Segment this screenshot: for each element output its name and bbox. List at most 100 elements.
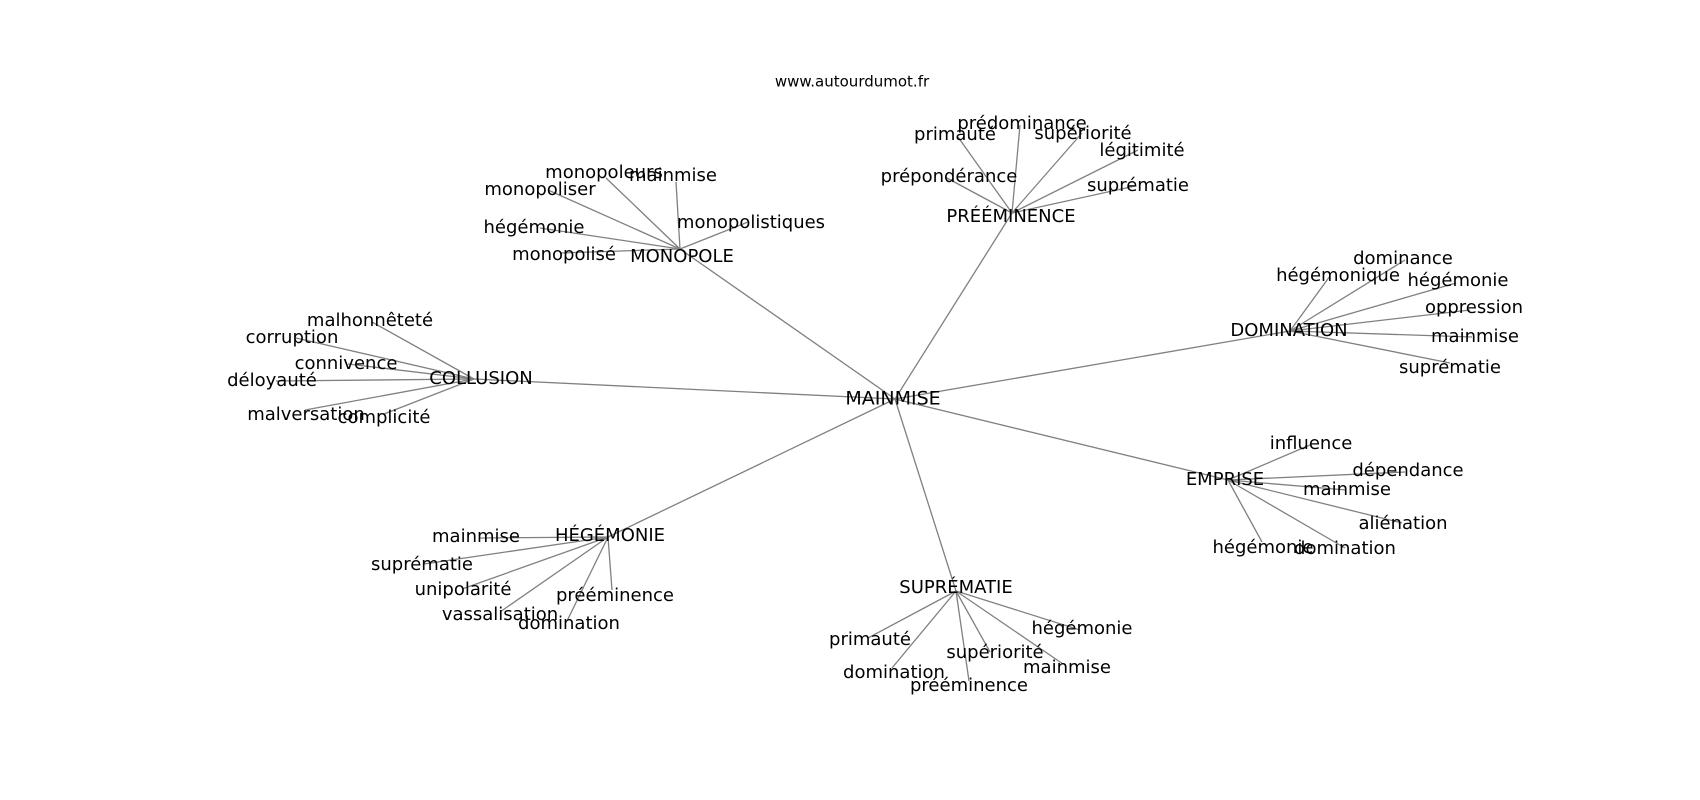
leaf-word-label[interactable]: primauté xyxy=(914,124,996,145)
hub-word-label[interactable]: EMPRISE xyxy=(1186,469,1264,490)
leaf-word-label[interactable]: mainmise xyxy=(432,526,520,547)
hub-leaf-edge xyxy=(539,227,681,250)
leaf-word-label[interactable]: domination xyxy=(518,613,620,634)
leaf-word-label[interactable]: prépondérance xyxy=(881,166,1018,187)
leaf-word-label[interactable]: malversation xyxy=(247,404,365,425)
hub-leaf-edge xyxy=(566,536,609,622)
leaf-word-label[interactable]: primauté xyxy=(829,629,911,650)
leaf-word-label[interactable]: monopolisé xyxy=(512,244,616,265)
hub-leaf-edge xyxy=(371,321,475,380)
hub-leaf-edge xyxy=(867,590,957,639)
hub-leaf-edge xyxy=(605,177,681,250)
leaf-word-label[interactable]: mainmise xyxy=(1303,479,1391,500)
leaf-word-label[interactable]: légitimité xyxy=(1099,140,1184,161)
leaf-word-label[interactable]: hégémonique xyxy=(1276,265,1400,286)
hub-leaf-edge xyxy=(607,536,613,591)
leaf-word-label[interactable]: dominance xyxy=(1353,248,1453,269)
hub-leaf-edge xyxy=(1227,479,1347,491)
leaf-word-label[interactable]: déloyauté xyxy=(227,370,317,391)
hub-leaf-edge xyxy=(1011,185,1136,214)
hub-leaf-edge xyxy=(955,590,1081,631)
leaf-word-label[interactable]: oppression xyxy=(1425,297,1523,318)
hub-leaf-edge xyxy=(957,136,1013,214)
leaf-word-label[interactable]: domination xyxy=(1294,538,1396,559)
leaf-word-label[interactable]: malhonnêteté xyxy=(307,310,433,331)
hub-leaf-edge xyxy=(1227,479,1263,543)
graph-labels: www.autourdumot.fr MAINMISE MONOPOLE monop… xyxy=(227,73,1523,697)
leaf-word-label[interactable]: hégémonie xyxy=(1031,618,1132,639)
leaf-word-label[interactable]: connivence xyxy=(295,353,398,374)
leaf-word-label[interactable]: prédominance xyxy=(957,113,1086,134)
hub-leaf-edge xyxy=(1227,479,1403,524)
leaf-word-label[interactable]: suprématie xyxy=(1399,357,1501,378)
leaf-word-label[interactable]: complicité xyxy=(338,407,431,428)
hub-leaf-edge xyxy=(679,221,749,250)
leaf-word-label[interactable]: dépendance xyxy=(1352,460,1463,481)
hub-leaf-edge xyxy=(423,536,609,565)
graph-edges xyxy=(275,124,1473,682)
leaf-word-label[interactable]: unipolarité xyxy=(415,579,512,600)
hub-leaf-edge xyxy=(1227,479,1346,549)
hub-leaf-edge xyxy=(944,176,1013,214)
leaf-word-label[interactable]: mainmise xyxy=(1023,657,1111,678)
leaf-word-label[interactable]: suprématie xyxy=(371,554,473,575)
hub-leaf-edge xyxy=(1227,444,1311,481)
leaf-word-label[interactable]: domination xyxy=(843,662,945,683)
hub-leaf-edge xyxy=(383,378,475,415)
hub-leaf-edge xyxy=(955,590,1064,665)
leaf-word-label[interactable]: hégémonie xyxy=(483,217,584,238)
hub-leaf-edge xyxy=(891,590,957,669)
leaf-word-label[interactable]: monopoleurs xyxy=(545,162,663,183)
leaf-word-label[interactable]: monopoliser xyxy=(484,179,596,200)
hub-word-label[interactable]: COLLUSION xyxy=(429,368,532,389)
hub-leaf-edge xyxy=(295,337,475,380)
hub-leaf-edge xyxy=(1289,259,1406,332)
hub-leaf-edge xyxy=(461,536,609,590)
hub-leaf-edge xyxy=(559,248,681,254)
root-word-label[interactable]: MAINMISE xyxy=(845,388,940,410)
site-link[interactable]: www.autourdumot.fr xyxy=(775,73,930,91)
hub-leaf-edge xyxy=(547,189,681,250)
hub-leaf-edge xyxy=(1011,149,1139,214)
hub-word-label[interactable]: DOMINATION xyxy=(1230,320,1347,341)
leaf-word-label[interactable]: mainmise xyxy=(629,165,717,186)
hub-leaf-edge xyxy=(499,536,609,613)
hub-word-label[interactable]: MONOPOLE xyxy=(630,246,734,267)
leaf-word-label[interactable]: corruption xyxy=(246,327,339,348)
hub-leaf-edge xyxy=(1227,471,1406,481)
root-hub-edge xyxy=(894,398,1229,481)
hub-word-label[interactable]: PRÉÉMINENCE xyxy=(946,205,1075,227)
hub-word-label[interactable]: SUPRÉMATIE xyxy=(899,576,1012,598)
hub-leaf-edge xyxy=(1289,330,1473,338)
root-hub-edge xyxy=(607,398,896,538)
leaf-word-label[interactable]: aliénation xyxy=(1358,513,1447,534)
leaf-word-label[interactable]: hégémonie xyxy=(1407,270,1508,291)
hub-leaf-edge xyxy=(1289,282,1457,332)
hub-leaf-edge xyxy=(347,363,475,380)
leaf-word-label[interactable]: vassalisation xyxy=(442,604,558,625)
hub-leaf-edge xyxy=(1289,275,1331,332)
root-hub-edge xyxy=(894,398,957,592)
leaf-word-label[interactable]: supériorité xyxy=(946,642,1043,663)
leaf-word-label[interactable]: influence xyxy=(1270,433,1353,454)
leaf-word-label[interactable]: hégémonie xyxy=(1212,537,1313,558)
hub-leaf-edge xyxy=(955,590,970,682)
hub-leaf-edge xyxy=(479,536,609,539)
hub-leaf-edge xyxy=(275,378,475,382)
leaf-word-label[interactable]: prééminence xyxy=(910,675,1028,696)
leaf-word-label[interactable]: supériorité xyxy=(1034,123,1131,144)
hub-leaf-edge xyxy=(1289,309,1471,332)
leaf-word-label[interactable]: prééminence xyxy=(556,585,674,606)
hub-leaf-edge xyxy=(1011,132,1083,214)
leaf-word-label[interactable]: suprématie xyxy=(1087,175,1189,196)
hub-leaf-edge xyxy=(955,590,991,653)
hub-word-label[interactable]: HÉGÉMONIE xyxy=(555,524,665,546)
root-hub-edge xyxy=(679,248,896,400)
root-hub-edge xyxy=(894,212,1013,400)
leaf-word-label[interactable]: mainmise xyxy=(1431,326,1519,347)
leaf-word-label[interactable]: monopolistiques xyxy=(677,212,825,233)
root-hub-edge xyxy=(894,330,1291,400)
hub-leaf-edge xyxy=(1011,124,1021,214)
hub-leaf-edge xyxy=(675,181,681,250)
